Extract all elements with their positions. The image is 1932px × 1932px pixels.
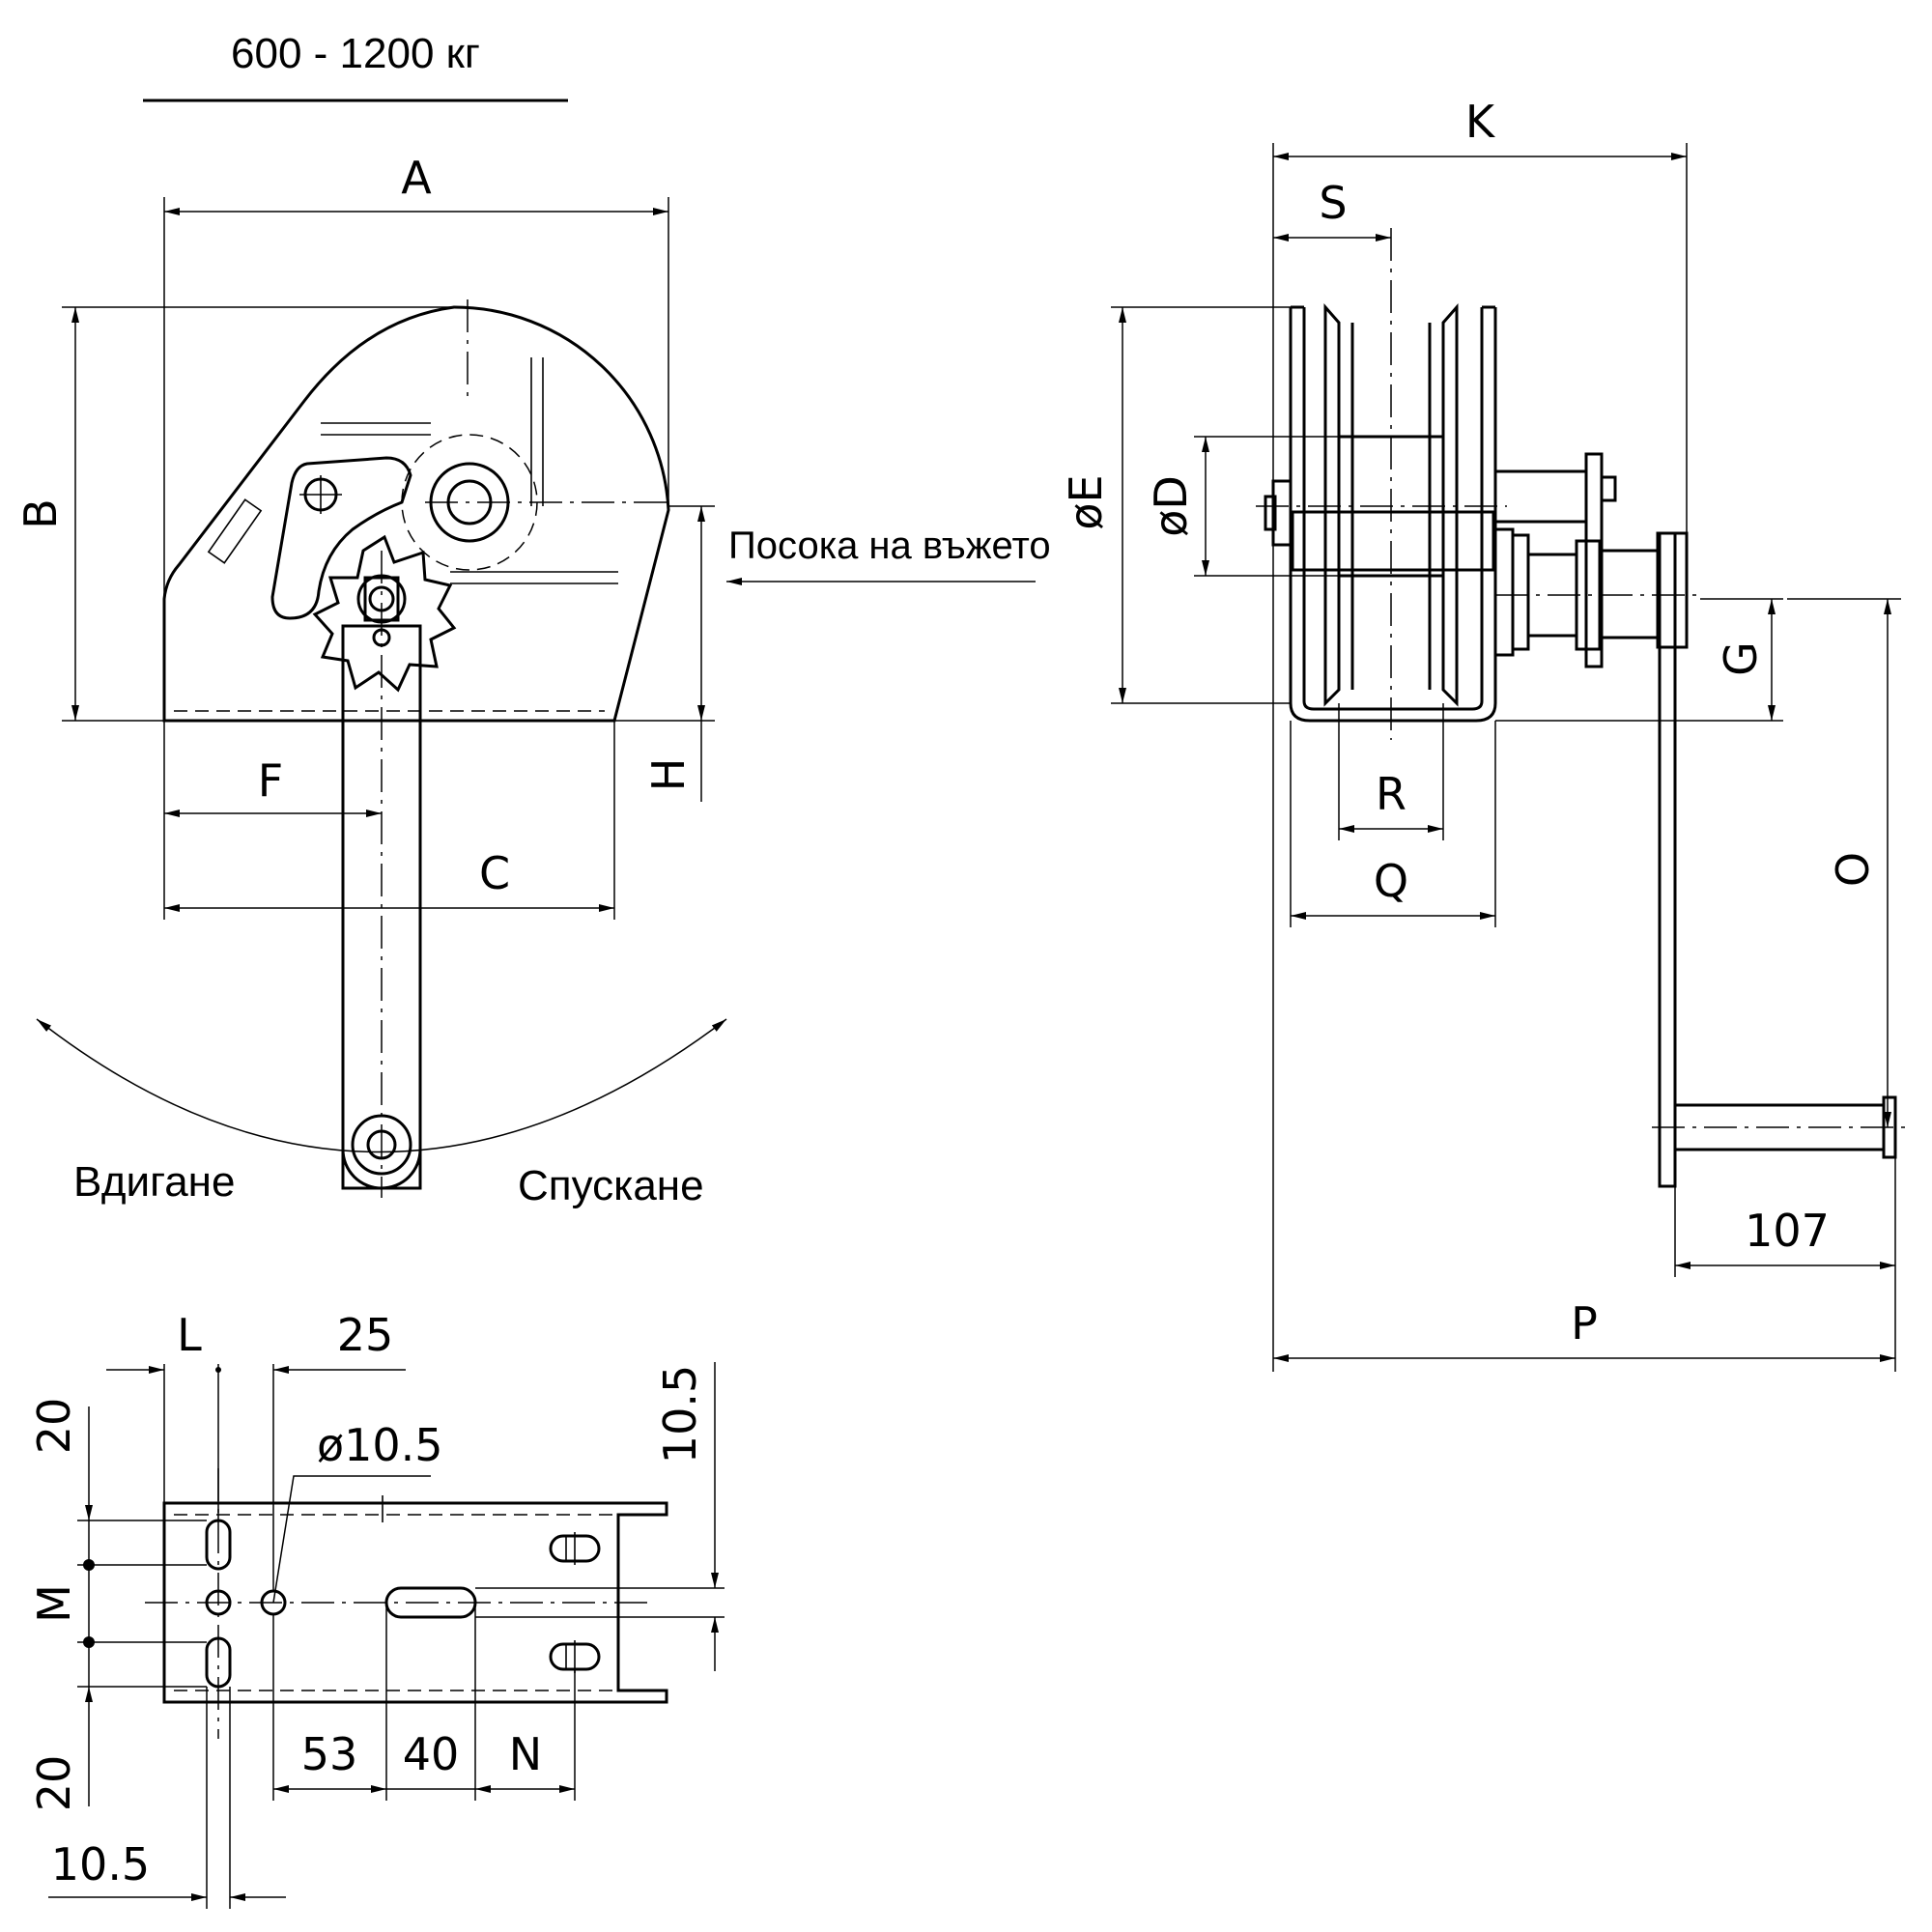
- hole-leader: [272, 1475, 431, 1604]
- dim-53-text: 53: [301, 1728, 358, 1780]
- gear-plate-upper: [1584, 452, 1604, 668]
- dim-G-text: G: [1715, 641, 1767, 676]
- crank-end-hole-outer: [351, 1114, 412, 1176]
- dim-P-text: P: [1571, 1297, 1598, 1350]
- rope-direction-label: Посока на въжето: [728, 525, 1051, 567]
- crank-washer: [1656, 531, 1689, 649]
- front-view: Посока на въжето Вдигане Спускане A B H …: [14, 152, 1051, 1209]
- drum-shaft-inner: [446, 479, 493, 526]
- dim-O-text: O: [1827, 852, 1879, 887]
- title-text: 600 - 1200 кг: [231, 30, 480, 77]
- side-view: K S øE øD G O R Q: [1060, 96, 1909, 1372]
- gearbox-upper: [1493, 469, 1588, 524]
- dim-C-text: C: [479, 847, 510, 899]
- dim-D-text: øD: [1145, 475, 1197, 537]
- dim-20-top-text: 20: [28, 1398, 80, 1455]
- base-plate-view: L 25 ø10.5 20 M 20 10.5: [28, 1309, 724, 1909]
- dim-H-text: H: [642, 758, 695, 792]
- frame-plate-left: [1289, 307, 1497, 723]
- rotation-arc: [36, 1018, 727, 1153]
- dim-25-text: 25: [337, 1309, 394, 1361]
- dim-107-text: 107: [1745, 1205, 1830, 1257]
- housing-outline: [162, 305, 670, 723]
- drum-flange-right: [1441, 303, 1459, 707]
- base-plate-outline: [162, 1501, 668, 1704]
- shaft-end-cap: [1264, 495, 1277, 531]
- gear-hub: [1493, 527, 1515, 657]
- drum-shaft: [1291, 510, 1495, 572]
- dim-F-text: F: [258, 754, 283, 807]
- handle-hub-slot: [363, 576, 400, 622]
- lowering-label: Спускане: [518, 1162, 704, 1209]
- crank-end-hole-inner: [366, 1129, 397, 1160]
- dim-L-dot: [215, 1367, 221, 1373]
- drum-shaft-outer: [429, 462, 510, 543]
- dim-10-5-bottom-text: 10.5: [51, 1838, 150, 1890]
- dim-E-text: øE: [1060, 474, 1112, 529]
- drum-hidden-circle: [401, 434, 538, 571]
- dim-K-text: K: [1465, 96, 1496, 148]
- drum-flange-left: [1323, 303, 1341, 707]
- dim-L-text: L: [177, 1309, 202, 1361]
- gear-boss-upper: [1600, 475, 1617, 502]
- label-plate: [207, 498, 263, 564]
- dim-S-text: S: [1319, 177, 1347, 229]
- dim-A-text: A: [401, 152, 432, 204]
- dim-B-text: B: [14, 498, 67, 529]
- crank-lever-side: [1658, 531, 1677, 1188]
- frame-plate-inner: [1302, 307, 1484, 711]
- title-block: 600 - 1200 кг: [143, 30, 568, 102]
- dim-N-text: N: [509, 1728, 542, 1780]
- crank-shaft: [1598, 549, 1660, 639]
- gear-hub-bolts: [1511, 533, 1530, 651]
- dim-20-bottom-text: 20: [28, 1755, 80, 1812]
- dim-R-text: R: [1376, 768, 1406, 820]
- lifting-label: Вдигане: [73, 1158, 235, 1206]
- hole-callout-text: ø10.5: [317, 1419, 443, 1471]
- dim-10-5-right-text: 10.5: [654, 1365, 706, 1463]
- ratchet-gear: [312, 534, 457, 693]
- dim-40-text: 40: [403, 1728, 460, 1780]
- brake-pawl: [270, 456, 412, 620]
- hole-left: [205, 1589, 232, 1616]
- dim-M-text: M: [28, 1584, 80, 1623]
- dim-Q-text: Q: [1374, 855, 1408, 907]
